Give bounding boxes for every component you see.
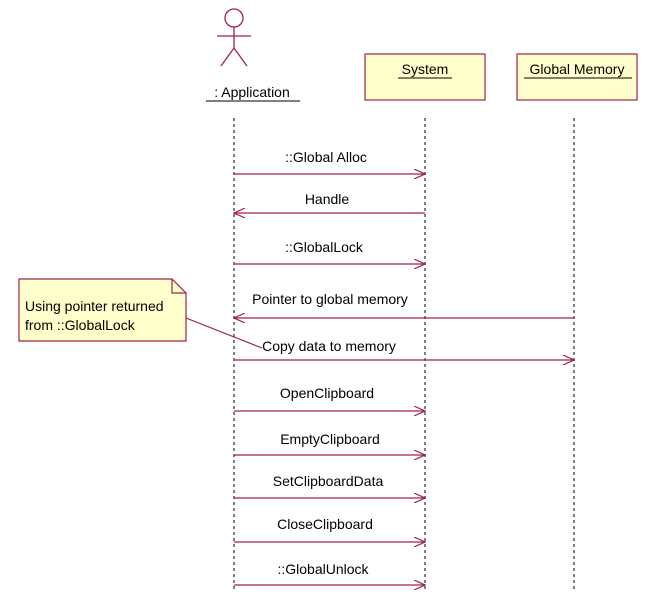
message-label: Handle [305,191,350,207]
note-box [18,278,187,342]
actor-stick-figure-icon [217,8,251,67]
message-label: Copy data to memory [262,338,396,354]
object-box-global-memory: Global Memory [516,53,638,101]
message-empty-clipboard: EmptyClipboard [234,431,425,455]
object-label-global-memory: Global Memory [530,61,625,77]
message-handle: Handle [234,191,425,213]
message-label: OpenClipboard [280,385,374,401]
message-label: CloseClipboard [277,516,373,532]
message-label: EmptyClipboard [280,431,380,447]
message-close-clipboard: CloseClipboard [234,516,425,542]
object-label-system: System [402,61,449,77]
message-label: ::GlobalUnlock [277,561,369,577]
message-label: ::GlobalLock [285,239,364,255]
note-folded-corner [171,279,186,294]
message-global-alloc: ::Global Alloc [234,149,425,174]
message-global-lock: ::GlobalLock [234,239,425,264]
message-label: ::Global Alloc [285,149,367,165]
note: Using pointer returned from ::GlobalLock [18,278,263,349]
message-set-clipboard-data: SetClipboardData [234,473,425,498]
object-box-system: System [364,53,486,101]
message-open-clipboard: OpenClipboard [234,385,425,411]
message-label: SetClipboardData [273,473,384,489]
note-connector [185,317,263,349]
message-pointer-to-global-memory: Pointer to global memory [234,291,574,318]
note-text-line-1: Using pointer returned [25,298,164,314]
actor-label: : Application [214,84,290,100]
message-global-unlock: ::GlobalUnlock [234,561,425,585]
message-label: Pointer to global memory [252,291,408,307]
message-copy-data-to-memory: Copy data to memory [234,338,574,360]
note-text-line-2: from ::GlobalLock [25,317,136,333]
